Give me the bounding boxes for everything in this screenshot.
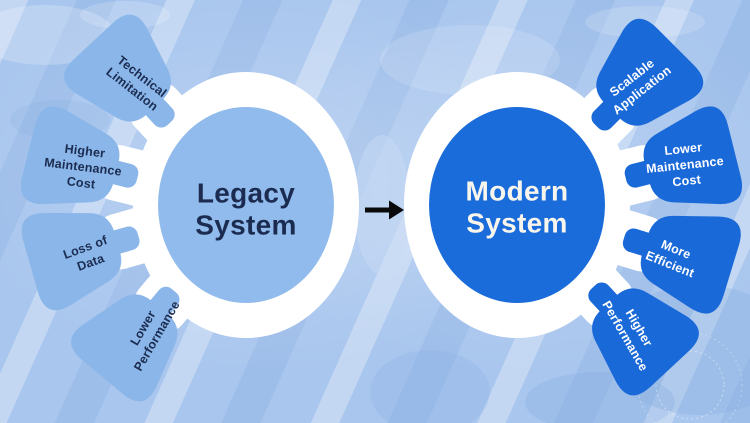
arrow-head	[389, 200, 404, 220]
map-blob	[370, 350, 490, 423]
globe-wireframe	[655, 350, 725, 420]
factor-higher-maintenance-cost: Higher Maintenance Cost	[41, 138, 124, 195]
legacy-petal-higher-maintenance-cost	[16, 102, 162, 221]
globe-wireframe	[637, 332, 743, 423]
map-blob	[354, 135, 410, 275]
modern-core-circle	[429, 107, 605, 303]
legacy-petal-lower-performance	[64, 263, 202, 409]
modern-title: Modern System	[466, 176, 569, 241]
modern-assembly	[404, 11, 747, 403]
modern-petal-lower-maintenance-cost	[601, 102, 747, 221]
legacy-title-line1: Legacy	[196, 177, 296, 209]
arrow-right-icon	[365, 200, 404, 220]
modern-title-line2: System	[466, 208, 568, 239]
benefit-lower-maintenance-cost: Lower Maintenance Cost	[644, 137, 727, 193]
legacy-petal-loss-of-data	[17, 194, 163, 315]
legacy-assembly	[16, 7, 359, 409]
modern-petal-higher-performance	[565, 259, 706, 403]
arrow-shaft	[365, 207, 392, 213]
legacy-title-line2: System	[195, 210, 297, 241]
map-blob	[80, 1, 170, 29]
modern-petal-more-efficient	[599, 196, 746, 318]
legacy-petal-technical-limitation	[57, 7, 198, 151]
legacy-core-circle	[158, 107, 334, 303]
modern-petal-scalable-application	[568, 11, 711, 154]
modern-title-line1: Modern	[465, 175, 569, 207]
legacy-title: Legacy System	[195, 178, 296, 243]
